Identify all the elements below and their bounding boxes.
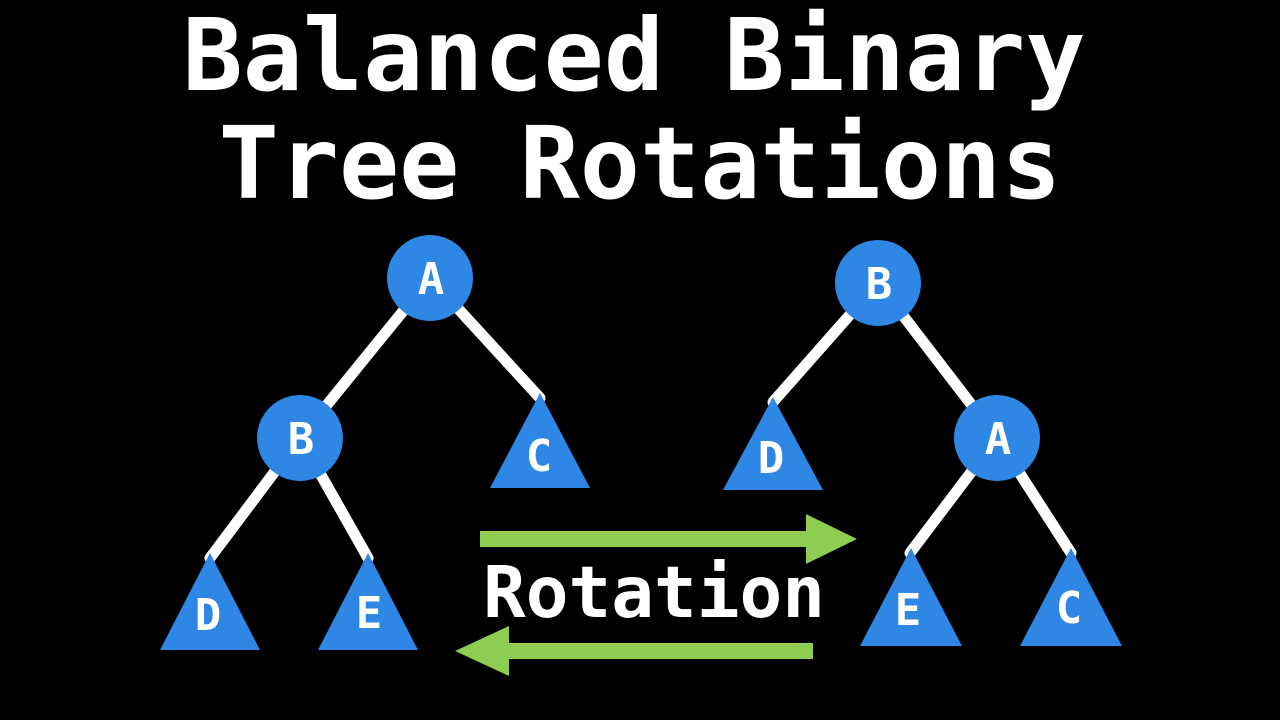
- right-subtree-C-triangle: [1020, 548, 1122, 646]
- left-node-A-label: A: [418, 254, 445, 305]
- left-subtree-D-triangle: [160, 553, 260, 650]
- right-node-B-label: B: [866, 259, 893, 310]
- left-node-B-circle: [257, 395, 343, 481]
- rotation-arrow-left-icon: [455, 626, 813, 676]
- right-subtree-C-label: C: [1056, 583, 1083, 634]
- left-subtree-D-label: D: [195, 590, 222, 641]
- title-line-2: Tree Rotations: [219, 105, 1062, 222]
- right-node-A-label: A: [985, 414, 1012, 465]
- left-node-A-circle: [387, 235, 473, 321]
- right-subtree-E-label: E: [895, 585, 922, 636]
- tree-before-rotation: A B C D E: [160, 235, 590, 650]
- right-subtree-D-label: D: [758, 433, 785, 484]
- left-subtree-E-triangle: [318, 553, 418, 650]
- rotation-label: Rotation: [483, 551, 825, 634]
- tree-after-rotation: B D A E C: [723, 240, 1122, 646]
- left-subtree-C-triangle: [490, 393, 590, 488]
- right-node-A-circle: [954, 395, 1040, 481]
- right-subtree-D-triangle: [723, 397, 823, 490]
- title-line-1: Balanced Binary: [182, 0, 1085, 114]
- rotation-indicator: Rotation: [455, 514, 857, 676]
- left-subtree-E-label: E: [356, 588, 383, 639]
- right-node-B-circle: [835, 240, 921, 326]
- right-subtree-E-triangle: [860, 548, 962, 646]
- left-subtree-C-label: C: [526, 431, 553, 482]
- left-node-B-label: B: [288, 414, 315, 465]
- rotation-arrow-right-icon: [480, 514, 857, 564]
